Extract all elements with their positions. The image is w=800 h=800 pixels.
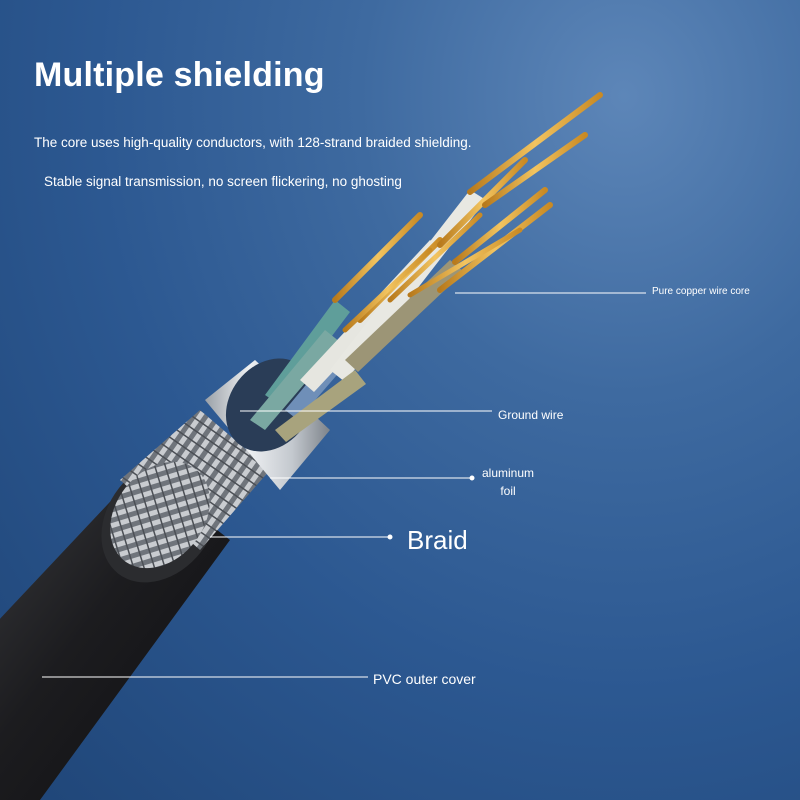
pvc-cover-label: PVC outer cover: [373, 671, 476, 687]
braid-layer: [110, 410, 270, 569]
page-title: Multiple shielding: [34, 56, 325, 94]
aluminum-foil-label-line1: aluminum: [482, 466, 535, 480]
copper-core-label: Pure copper wire core: [652, 286, 750, 297]
aluminum-foil-label: aluminum foil: [482, 464, 534, 500]
aluminum-foil-label-line2: foil: [500, 484, 516, 498]
callout-lines: [42, 292, 646, 678]
copper-conductors: [332, 92, 603, 333]
feature-benefits: Stable signal transmission, no screen fl…: [44, 174, 402, 189]
ground-wire-label: Ground wire: [498, 408, 564, 422]
braid-label: Braid: [407, 525, 468, 555]
feature-description: The core uses high-quality conductors, w…: [34, 135, 472, 150]
